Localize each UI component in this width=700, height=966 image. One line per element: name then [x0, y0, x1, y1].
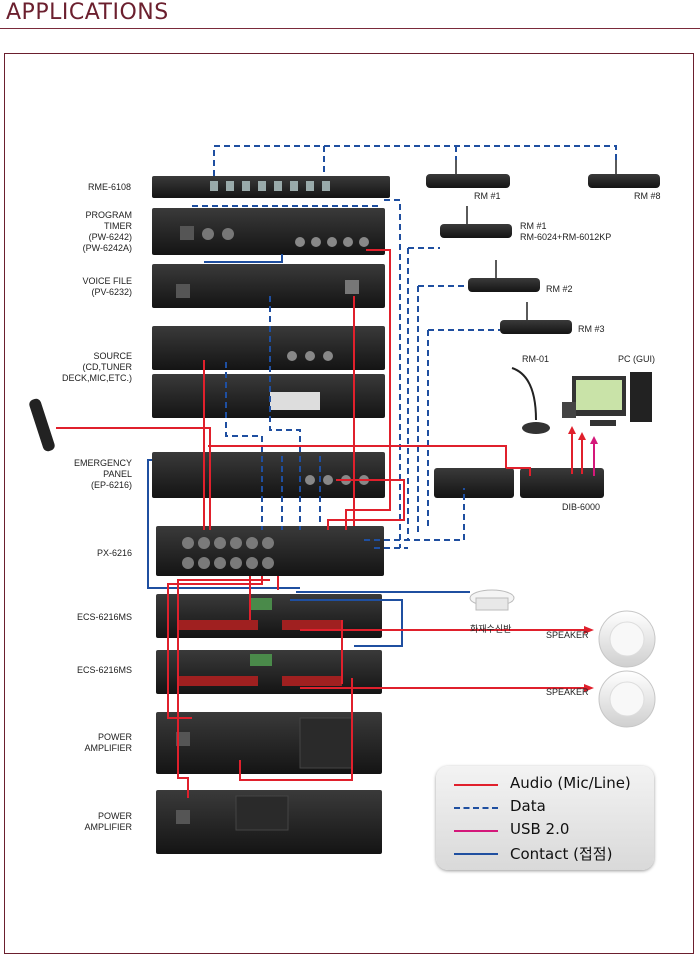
svg-text:PANEL: PANEL [103, 469, 132, 479]
pc-gui [562, 372, 652, 426]
label-ecs-1: ECS-6216MS [77, 612, 132, 622]
svg-text:RM #1: RM #1 [520, 221, 547, 231]
svg-text:POWER: POWER [98, 811, 133, 821]
voice-file-unit [152, 264, 385, 308]
emergency-panel-unit [152, 452, 385, 498]
svg-text:TIMER: TIMER [104, 221, 132, 231]
svg-text:AMPLIFIER: AMPLIFIER [84, 822, 132, 832]
page-title: APPLICATIONS [6, 0, 169, 25]
px-6216-unit [156, 526, 384, 576]
wireless-microphone [29, 398, 55, 452]
rm1-remote-unit [426, 156, 510, 188]
dib-6000-unit [434, 468, 604, 498]
svg-text:EMERGENCY: EMERGENCY [74, 458, 132, 468]
svg-text:POWER: POWER [98, 732, 133, 742]
label-rm1-combo: RM #1 RM-6024+RM-6012KP [520, 221, 611, 242]
title-divider [0, 28, 700, 29]
rm1-combo-remote-unit [440, 206, 512, 238]
label-px: PX-6216 [97, 548, 132, 558]
rm3-remote-unit [500, 302, 572, 334]
svg-text:(PW-6242): (PW-6242) [89, 232, 132, 242]
label-rm2: RM #2 [546, 284, 573, 294]
svg-text:(PW-6242A): (PW-6242A) [83, 243, 132, 253]
label-source: SOURCE (CD,TUNER DECK,MIC,ETC.) [62, 351, 133, 383]
rm8-remote-unit [588, 156, 660, 188]
power-amplifier-unit-1 [156, 712, 382, 774]
legend-label-usb: USB 2.0 [510, 820, 570, 838]
arrow-heads [568, 426, 594, 692]
svg-text:(PV-6232): (PV-6232) [91, 287, 132, 297]
svg-text:PROGRAM: PROGRAM [85, 210, 132, 220]
legend-label-contact: Contact (접점) [510, 845, 613, 863]
label-pc: PC (GUI) [618, 354, 655, 364]
svg-text:DECK,MIC,ETC.): DECK,MIC,ETC.) [62, 373, 132, 383]
legend-swatch-usb [454, 830, 498, 832]
fire-detector [469, 589, 515, 611]
svg-text:VOICE FILE: VOICE FILE [82, 276, 132, 286]
legend-label-audio: Audio (Mic/Line) [510, 774, 631, 792]
rm2-remote-unit [468, 260, 540, 292]
label-rm01: RM-01 [522, 354, 549, 364]
program-timer-unit [152, 208, 385, 255]
svg-text:SOURCE: SOURCE [93, 351, 132, 361]
svg-text:RM-6024+RM-6012KP: RM-6024+RM-6012KP [520, 232, 611, 242]
label-program-timer: PROGRAM TIMER (PW-6242) (PW-6242A) [83, 210, 133, 253]
label-rm3: RM #3 [578, 324, 605, 334]
ecs-6216ms-unit-2 [156, 650, 382, 694]
legend-swatch-audio [454, 784, 498, 786]
label-dib: DIB-6000 [562, 502, 600, 512]
source-unit [152, 326, 385, 418]
label-amp-2: POWER AMPLIFIER [84, 811, 132, 832]
label-rme: RME-6108 [88, 182, 131, 192]
legend-label-data: Data [510, 797, 546, 815]
label-speaker-1: SPEAKER [546, 630, 589, 640]
label-ecs-2: ECS-6216MS [77, 665, 132, 675]
rme-6108-unit [152, 176, 390, 198]
ceiling-speaker-2 [598, 670, 656, 728]
diagram-frame [4, 53, 694, 954]
label-fire-panel: 화재수신반 [470, 624, 511, 634]
audio-connections [56, 249, 584, 798]
power-amplifier-unit-2 [156, 790, 382, 854]
legend: Audio (Mic/Line) Data USB 2.0 Contact (접… [436, 766, 654, 870]
label-voice-file: VOICE FILE (PV-6232) [82, 276, 132, 297]
ecs-6216ms-unit-1 [156, 594, 382, 638]
label-rm8: RM #8 [634, 191, 661, 201]
contact-connections [147, 254, 470, 647]
label-emergency: EMERGENCY PANEL (EP-6216) [74, 458, 132, 490]
label-amp-1: POWER AMPLIFIER [84, 732, 132, 753]
data-connections [192, 145, 617, 549]
rm01-microphone [511, 367, 550, 434]
label-rm1-top: RM #1 [474, 191, 501, 201]
label-speaker-2: SPEAKER [546, 687, 589, 697]
ceiling-speaker-1 [598, 610, 656, 668]
svg-text:(EP-6216): (EP-6216) [91, 480, 132, 490]
legend-swatch-contact [454, 853, 498, 855]
svg-text:AMPLIFIER: AMPLIFIER [84, 743, 132, 753]
svg-text:(CD,TUNER: (CD,TUNER [83, 362, 133, 372]
usb-arrow-head [590, 436, 598, 444]
legend-swatch-data [454, 807, 498, 809]
